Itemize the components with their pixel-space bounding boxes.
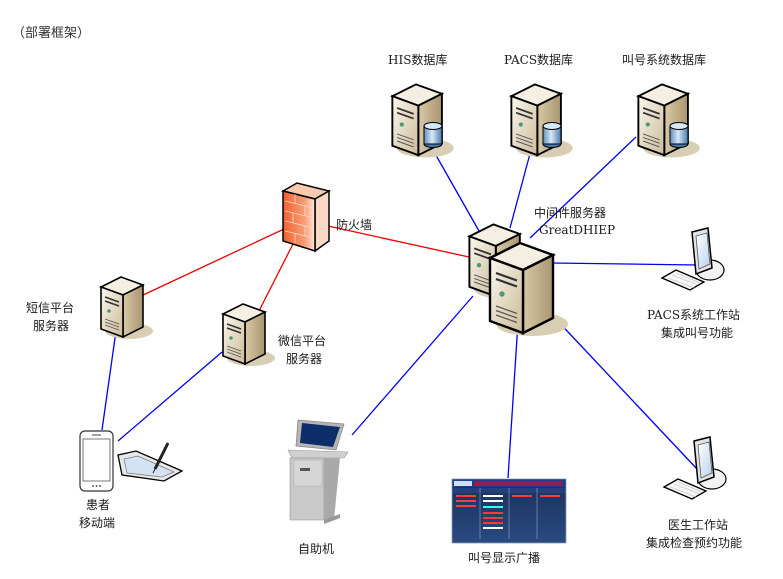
workstation-icon xyxy=(661,227,725,291)
diagram-caption: （部署框架） xyxy=(12,26,91,41)
queue-display-label: 叫号显示广播 xyxy=(468,551,541,565)
pacs-workstation-node[interactable] xyxy=(661,227,725,291)
kiosk-label: 自助机 xyxy=(298,542,335,556)
pacs-db-label: PACS数据库 xyxy=(504,53,574,67)
server-icon xyxy=(222,303,276,367)
middleware-label-line2: GreatDHIEP xyxy=(539,223,616,237)
link-his-db-middleware xyxy=(432,149,484,239)
pacs-db-node[interactable] xyxy=(510,83,574,159)
patient-mobile-label-line1: 患者 xyxy=(86,498,111,512)
firewall-node[interactable] xyxy=(281,182,331,253)
doctor-workstation-label-line1: 医生工作站 xyxy=(668,518,729,532)
self-service-kiosk-icon xyxy=(287,419,349,524)
his-db-label: HIS数据库 xyxy=(388,53,448,67)
server-cluster-icon xyxy=(468,223,570,338)
patient-mobile-label-line2: 移动端 xyxy=(79,516,116,530)
sms-server-label-line1: 短信平台 xyxy=(26,301,75,315)
doctor-workstation-label-line2: 集成检查预约功能 xyxy=(646,536,743,550)
wechat-server-node[interactable] xyxy=(222,303,276,367)
link-sms-server-mobile xyxy=(101,330,117,431)
firewall-label: 防火墙 xyxy=(336,218,373,232)
sms-server-label-line2: 服务器 xyxy=(33,319,70,333)
server-icon xyxy=(100,276,154,340)
doctor-workstation-node[interactable] xyxy=(663,436,727,500)
queue-display-node[interactable] xyxy=(451,478,567,544)
link-firewall-sms-server xyxy=(140,228,285,297)
mobile-phone-icon xyxy=(79,430,114,492)
link-middleware-queue-display xyxy=(507,321,519,479)
middleware-label-line1: 中间件服务器 xyxy=(534,206,607,220)
workstation-icon xyxy=(663,436,727,500)
patient-mobile-node[interactable] xyxy=(79,430,184,492)
database-server-icon xyxy=(542,122,562,148)
link-firewall-wechat-server xyxy=(258,241,295,312)
pacs-workstation-label-line1: PACS系统工作站 xyxy=(647,308,741,322)
connection-lines xyxy=(101,136,698,479)
display-screen-icon xyxy=(451,478,567,544)
firewall-icon xyxy=(281,182,331,253)
queue-db-label: 叫号系统数据库 xyxy=(622,53,707,67)
link-middleware-doctor-workstation xyxy=(552,315,698,470)
kiosk-node[interactable] xyxy=(287,419,349,524)
pacs-workstation-label-line2: 集成叫号功能 xyxy=(661,326,734,340)
middleware-node[interactable] xyxy=(468,223,570,338)
wechat-server-label-line1: 微信平台 xyxy=(278,334,327,348)
database-server-icon xyxy=(423,122,443,148)
wechat-server-label-line2: 服务器 xyxy=(286,352,323,366)
link-middleware-kiosk xyxy=(351,295,474,436)
his-db-node[interactable] xyxy=(391,83,455,159)
queue-db-node[interactable] xyxy=(637,83,701,159)
sms-server-node[interactable] xyxy=(100,276,154,340)
tablet-stylus-icon xyxy=(117,442,184,482)
database-server-icon xyxy=(669,122,689,148)
link-wechat-server-mobile xyxy=(117,351,223,442)
link-queue-db-middleware xyxy=(529,136,637,239)
link-middleware-pacs-workstation xyxy=(551,262,698,266)
link-firewall-middleware xyxy=(327,225,470,258)
link-pacs-db-middleware xyxy=(509,149,532,229)
